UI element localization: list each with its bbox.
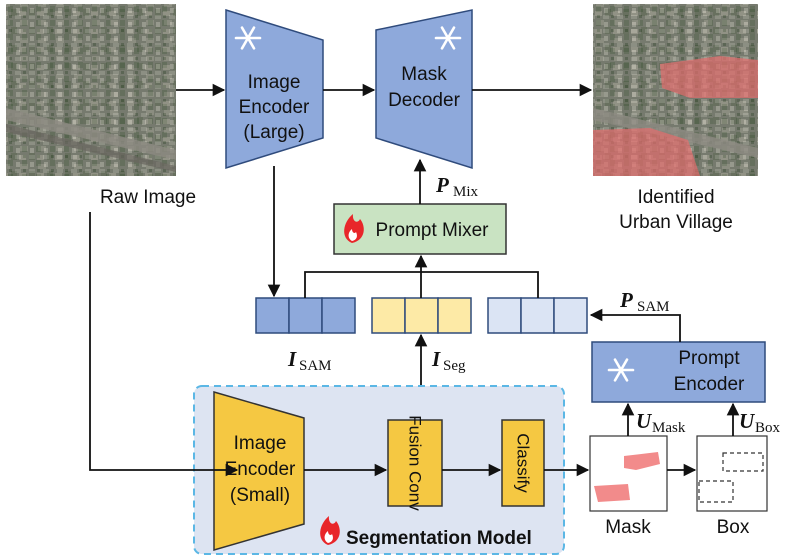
- small-encoder-line2: Encoder: [225, 459, 296, 480]
- raw-image: [6, 4, 176, 176]
- box-label: Box: [717, 517, 750, 538]
- mask-decoder-line2: Decoder: [388, 90, 460, 111]
- box-image: [696, 435, 768, 512]
- prompt-mixer-label: Prompt Mixer: [376, 220, 490, 241]
- classify-label: Classify: [514, 433, 533, 493]
- token-connectors: [304, 271, 539, 298]
- segmentation-model-label: Segmentation Model: [346, 528, 532, 549]
- small-image-encoder: [213, 391, 305, 551]
- fusion-conv-label: Fusion Conv: [406, 415, 425, 511]
- output-label-line1: Identified: [637, 187, 714, 208]
- output-label-line2: Urban Village: [619, 212, 733, 233]
- prompt-encoder-line2: Encoder: [674, 374, 745, 395]
- u-mask-sub: Mask: [652, 420, 686, 436]
- p-sam-symbol: P: [619, 288, 633, 312]
- large-encoder-line2: Encoder: [239, 97, 310, 118]
- large-encoder-line1: Image: [248, 72, 301, 93]
- output-image: [593, 4, 758, 176]
- i-sam-sub: SAM: [299, 358, 332, 374]
- u-box-sub: Box: [755, 420, 781, 436]
- mask-image: [589, 435, 668, 512]
- mask-label: Mask: [605, 517, 651, 538]
- fusion-conv-block: [387, 419, 443, 507]
- village-region-2: [593, 128, 700, 176]
- u-mask-symbol: U: [636, 409, 653, 433]
- large-encoder-line3: (Large): [243, 122, 304, 143]
- sam-image-tokens: [255, 297, 356, 334]
- small-encoder-line3: (Small): [230, 485, 290, 506]
- prompt-encoder-line1: Prompt: [678, 348, 740, 369]
- arrow-raw-to-small-encoder: [89, 212, 239, 477]
- i-seg-sub: Seg: [443, 358, 466, 374]
- classify-block: [501, 419, 545, 507]
- prompt-encoder: Prompt Encoder: [591, 341, 766, 403]
- sam-prompt-tokens: [487, 297, 588, 334]
- raw-image-label: Raw Image: [100, 187, 196, 208]
- mask-decoder-line1: Mask: [401, 64, 447, 85]
- prompt-mixer: Prompt Mixer: [333, 203, 507, 255]
- arrow-encoder-to-psam: [589, 308, 681, 342]
- snowflake-icon: [607, 358, 635, 382]
- snowflake-icon: [234, 26, 262, 50]
- village-region-1: [660, 56, 758, 98]
- snowflake-icon: [434, 26, 462, 50]
- small-encoder-line1: Image: [234, 433, 287, 454]
- mask-decoder: Mask Decoder: [375, 9, 473, 170]
- p-mix-sub: Mix: [453, 184, 479, 200]
- u-box-symbol: U: [739, 409, 756, 433]
- p-mix-symbol: P: [435, 173, 449, 197]
- i-seg-symbol: I: [431, 347, 441, 371]
- seg-image-tokens: [371, 297, 472, 334]
- large-image-encoder: Image Encoder (Large): [225, 8, 324, 170]
- p-sam-sub: SAM: [637, 299, 670, 315]
- i-sam-symbol: I: [287, 347, 297, 371]
